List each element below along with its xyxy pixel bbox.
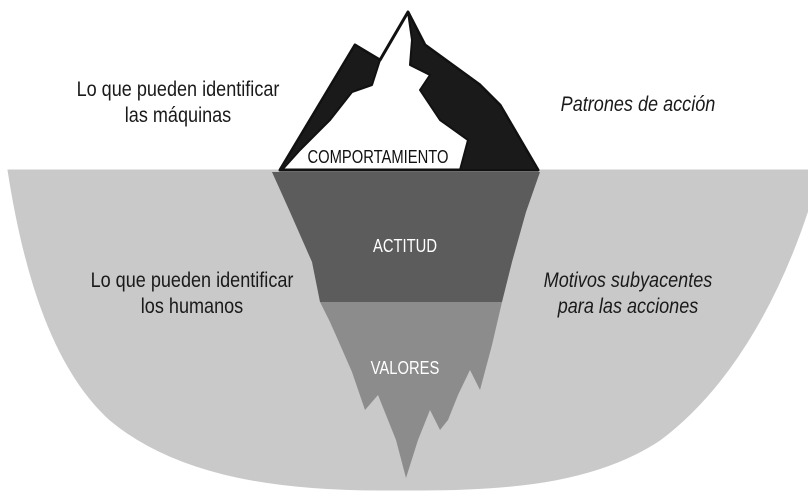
label-motives: Motivos subyacentes para las acciones (508, 268, 749, 320)
label-machines-line2: las máquinas (124, 104, 232, 127)
label-patterns-line1: Patrones de acción (560, 93, 716, 116)
label-patterns: Patrones de acción (518, 92, 759, 118)
label-machines-line1: Lo que pueden identificar (76, 78, 280, 101)
layer-label-attitude: ACTITUD (373, 236, 437, 256)
layer-label-behavior: COMPORTAMIENTO (307, 147, 449, 167)
label-motives-line1: Motivos subyacentes (543, 269, 713, 292)
label-humans-line1: Lo que pueden identificar (90, 269, 294, 292)
iceberg-tip-shadow-left (279, 44, 381, 171)
label-motives-line2: para las acciones (557, 295, 699, 318)
label-machines: Lo que pueden identificar las máquinas (58, 77, 299, 129)
attitude-layer (272, 172, 540, 302)
values-layer (320, 302, 502, 478)
label-humans-line2: los humanos (140, 295, 244, 318)
iceberg-tip-shadow-right (407, 11, 539, 171)
label-humans: Lo que pueden identificar los humanos (72, 268, 313, 320)
layer-label-values: VALORES (370, 358, 440, 378)
